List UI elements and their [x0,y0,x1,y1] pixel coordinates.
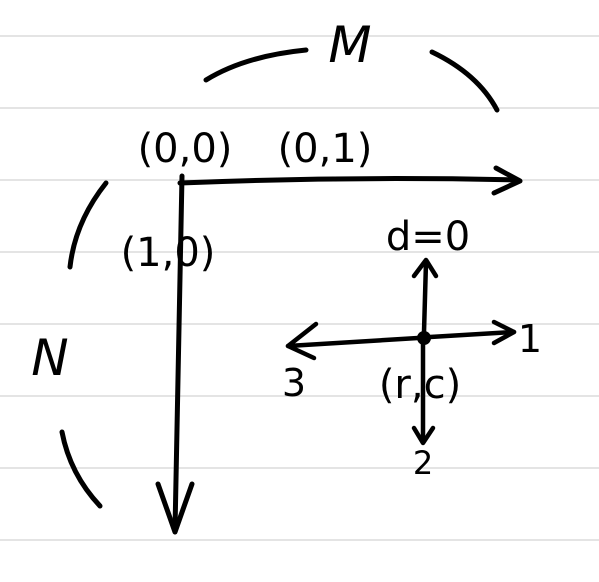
down-arrowhead [411,425,436,446]
cell-label: (r,c) [379,362,461,408]
column-axis-arrowhead [491,165,523,196]
width-label: M [328,16,371,74]
width-span-bracket [203,47,500,113]
width-bracket-right-arc [429,49,500,113]
origin-label: (0,0) [138,126,233,172]
right-arrow [427,329,517,340]
cell-dot [417,331,431,345]
row-axis-line [172,173,185,533]
right-arrowhead [491,319,517,346]
up-arrowhead [411,257,439,279]
width-bracket-left-arc [203,47,309,83]
right-of-origin-label: (0,1) [278,126,373,172]
row-axis-arrow [155,173,195,535]
left-arrow [285,335,421,349]
direction-down-label: 2 [413,444,433,482]
height-bracket-bottom-arc [59,429,103,509]
row-axis-arrowhead [155,481,195,535]
column-axis-line [177,176,521,186]
below-origin-label: (1,0) [121,230,216,276]
column-axis-arrow [177,165,523,196]
height-label: N [31,329,68,387]
direction-right-label: 1 [518,317,542,361]
up-arrow [421,259,429,335]
height-bracket-top-arc [67,180,109,270]
left-arrowhead [285,321,319,361]
notebook-ruled-lines [0,35,599,541]
height-span-bracket [59,180,109,509]
direction-left-label: 3 [282,361,306,405]
direction-compass [285,257,517,446]
direction-up-label: d=0 [386,214,470,260]
